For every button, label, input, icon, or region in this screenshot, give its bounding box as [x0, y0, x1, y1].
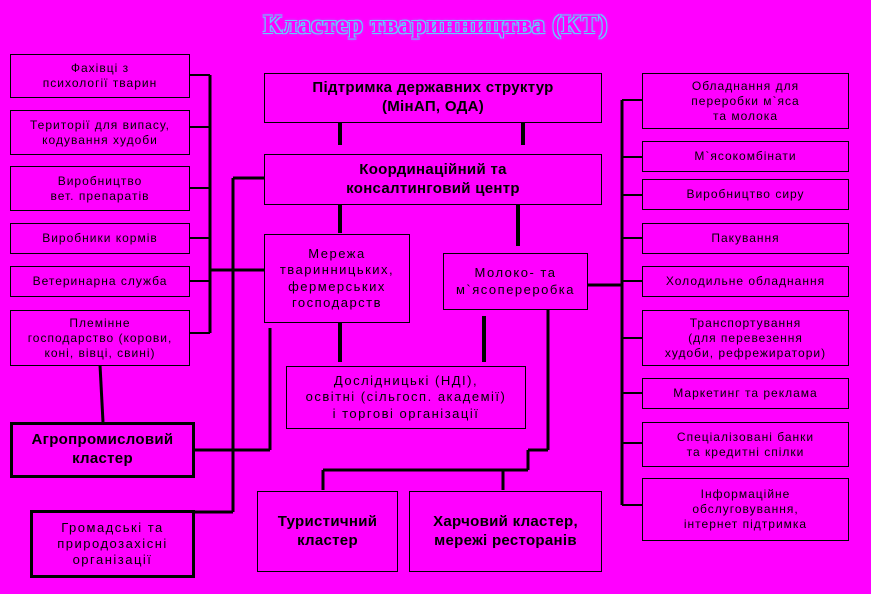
- box-information-services: Інформаційне обслуговування, інтернет пі…: [642, 478, 849, 541]
- box-farm-network: Мережа тваринницьких, фермерських господ…: [264, 234, 410, 323]
- box-feed-producers: Виробники кормів: [10, 223, 190, 254]
- box-vet-drugs: Виробництво вет. препаратів: [10, 166, 190, 211]
- box-transportation: Транспортування (для перевезення худоби,…: [642, 310, 849, 366]
- box-meat-plants: М`ясокомбінати: [642, 141, 849, 172]
- box-breeding: Племінне господарство (корови, коні, вів…: [10, 310, 190, 366]
- box-food-cluster: Харчовий кластер, мережі ресторанів: [409, 491, 602, 572]
- box-milk-meat-processing: Молоко- та м`ясопереробка: [443, 253, 588, 310]
- box-coordination-center: Координаційний та консалтинговий центр: [264, 154, 602, 205]
- box-packaging: Пакування: [642, 223, 849, 254]
- box-grazing-territories: Території для випасу, кодування худоби: [10, 110, 190, 155]
- box-agro-cluster: Агропромисловий кластер: [10, 422, 195, 478]
- box-public-organizations: Громадські та природозахісні організації: [30, 510, 195, 578]
- box-research-education: Дослідницькі (НДІ), освітні (сільгосп. а…: [286, 366, 526, 429]
- box-animal-psychology: Фахівці з психології тварин: [10, 54, 190, 98]
- box-tourist-cluster: Туристичний кластер: [257, 491, 398, 572]
- box-state-support: Підтримка державних структур (МінАП, ОДА…: [264, 73, 602, 123]
- box-vet-service: Ветеринарна служба: [10, 266, 190, 297]
- box-banks-credit: Спеціалізовані банки та кредитні спілки: [642, 422, 849, 467]
- connector: [98, 364, 105, 423]
- box-refrigeration: Холодильне обладнання: [642, 266, 849, 297]
- diagram-title: Кластер тваринництва (КТ): [263, 10, 608, 39]
- box-cheese-production: Виробництво сиру: [642, 179, 849, 210]
- box-marketing: Маркетинг та реклама: [642, 378, 849, 409]
- box-processing-equipment: Обладнання для переробки м`яса та молока: [642, 73, 849, 129]
